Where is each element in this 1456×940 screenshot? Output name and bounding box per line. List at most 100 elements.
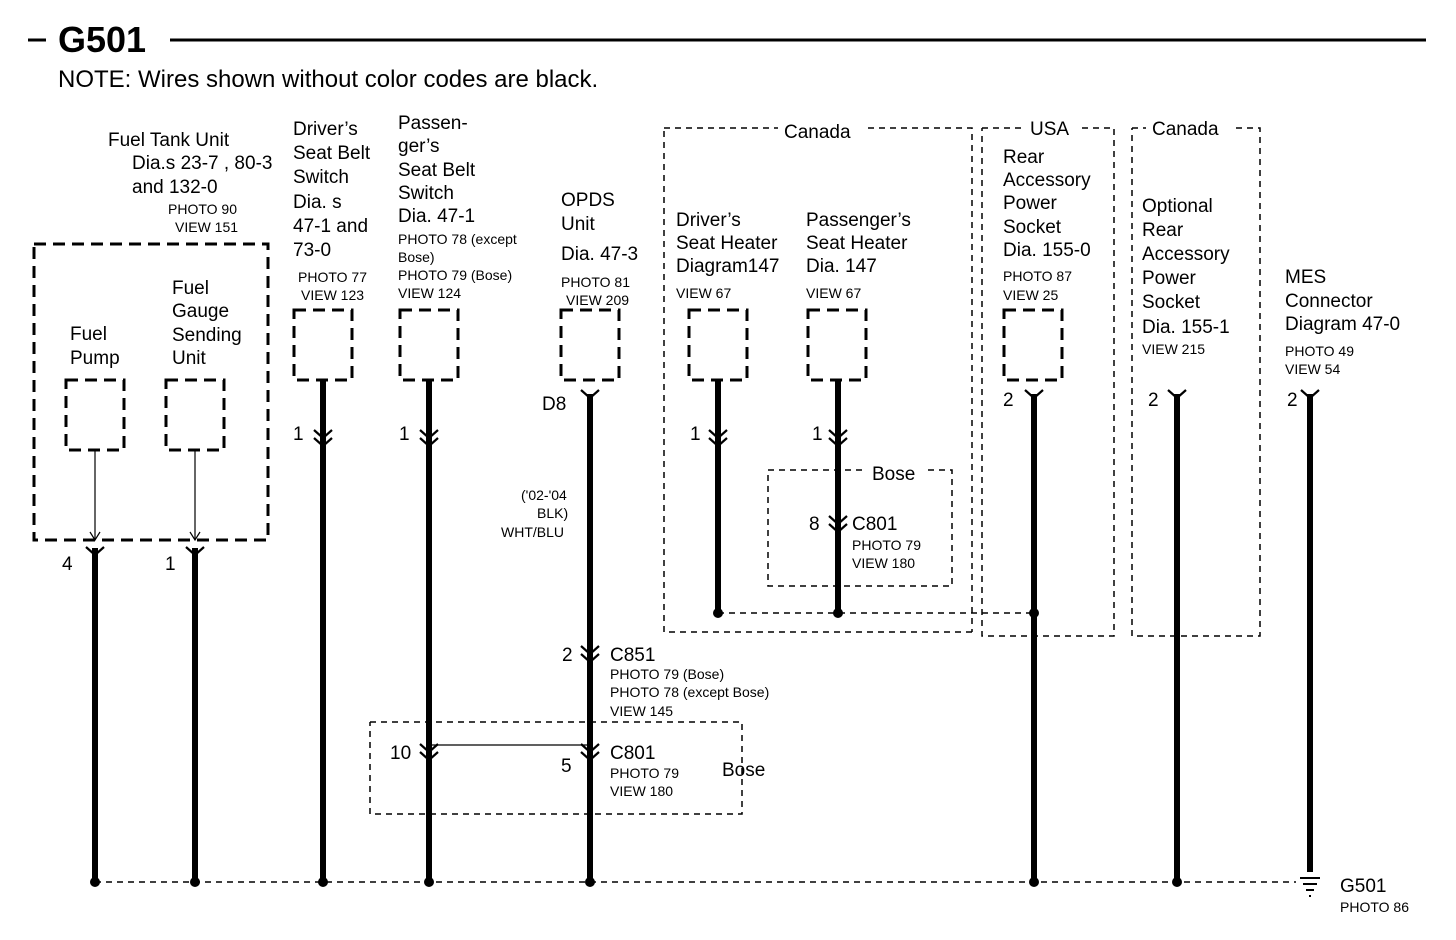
driver-seat-heater: Driver’s Seat Heater Diagram147 VIEW 67 … [676,210,780,445]
svg-text:Socket: Socket [1003,217,1062,238]
svg-text:PHOTO 77: PHOTO 77 [298,269,367,285]
svg-text:PHOTO 86: PHOTO 86 [1340,899,1409,915]
svg-text:Socket: Socket [1142,292,1201,313]
svg-text:Rear: Rear [1142,220,1184,241]
svg-text:C801: C801 [852,514,897,535]
svg-text:PHOTO 90: PHOTO 90 [168,201,237,217]
passenger-seat-heater: Passenger’s Seat Heater Dia. 147 VIEW 67… [806,210,911,445]
svg-text:Seat Belt: Seat Belt [293,143,371,164]
svg-text:PHOTO 49: PHOTO 49 [1285,343,1354,359]
svg-text:Canada: Canada [1152,119,1219,140]
svg-text:VIEW 25: VIEW 25 [1003,287,1058,303]
svg-text:10: 10 [390,743,411,764]
svg-text:Rear: Rear [1003,147,1045,168]
svg-text:Power: Power [1003,193,1058,214]
svg-text:VIEW 209: VIEW 209 [566,292,629,308]
mes-connector: MES Connector Diagram 47-0 PHOTO 49 VIEW… [1285,267,1400,411]
svg-text:PHOTO 87: PHOTO 87 [1003,268,1072,284]
fuel-gauge-box [164,378,226,452]
svg-text:Switch: Switch [398,183,454,204]
ground-g501: G501 PHOTO 86 [1300,876,1409,915]
svg-text:Dia. s: Dia. s [293,192,342,213]
svg-text:Switch: Switch [293,167,349,188]
svg-text:Power: Power [1142,268,1197,289]
svg-text:WHT/BLU: WHT/BLU [501,524,564,540]
svg-text:Dia. 155-0: Dia. 155-0 [1003,240,1091,261]
svg-text:PHOTO 78 (except: PHOTO 78 (except [398,231,517,247]
svg-text:2: 2 [1287,390,1298,411]
svg-text:Accessory: Accessory [1142,244,1230,265]
pin-fuel-pump: 4 [62,554,73,575]
svg-text:Seat Belt: Seat Belt [398,160,476,181]
svg-text:Bose): Bose) [398,249,435,265]
wire-color-opds: ('02-'04 [521,487,567,503]
note-text: NOTE: Wires shown without color codes ar… [58,66,598,93]
svg-text:VIEW 145: VIEW 145 [610,703,673,719]
svg-text:PHOTO 81: PHOTO 81 [561,274,630,290]
svg-text:ger’s: ger’s [398,136,440,157]
pin-fuel-gauge: 1 [165,554,176,575]
svg-text:Seat Heater: Seat Heater [806,233,908,254]
svg-text:1: 1 [399,424,410,445]
optional-rear-accessory-power-socket: Optional Rear Accessory Power Socket Dia… [1142,196,1230,411]
svg-text:Gauge: Gauge [172,301,229,322]
svg-text:VIEW 67: VIEW 67 [676,285,731,301]
driver-seat-belt-switch: Driver’s Seat Belt Switch Dia. s 47-1 an… [292,119,371,445]
fuel-tank-unit: Fuel Tank Unit Dia.s 23-7 , 80-3 and 132… [32,130,272,575]
svg-text:G501: G501 [1340,876,1386,897]
opds-unit: OPDS Unit Dia. 47-3 PHOTO 81 VIEW 209 D8… [501,190,638,540]
svg-text:VIEW 54: VIEW 54 [1285,361,1340,377]
region-bose-top: Bose [767,464,953,587]
svg-text:OPDS: OPDS [561,190,615,211]
svg-text:Dia. 47-3: Dia. 47-3 [561,244,638,265]
splice-points [90,608,1182,887]
svg-text:2: 2 [562,645,573,666]
svg-text:VIEW 180: VIEW 180 [610,783,673,799]
svg-text:MES: MES [1285,267,1326,288]
rear-accessory-power-socket: Rear Accessory Power Socket Dia. 155-0 P… [1002,147,1091,411]
svg-text:1: 1 [812,424,823,445]
svg-text:PHOTO 79: PHOTO 79 [610,765,679,781]
svg-text:VIEW 124: VIEW 124 [398,285,461,301]
svg-text:VIEW 215: VIEW 215 [1142,341,1205,357]
region-usa: USA [981,119,1115,637]
svg-text:Connector: Connector [1285,291,1373,312]
svg-text:47-1 and: 47-1 and [293,216,368,237]
svg-text:C851: C851 [610,645,655,666]
svg-text:73-0: 73-0 [293,240,331,261]
svg-text:PHOTO 78 (except Bose): PHOTO 78 (except Bose) [610,684,769,700]
svg-text:Bose: Bose [722,760,765,781]
svg-text:Dia.s 23-7 , 80-3: Dia.s 23-7 , 80-3 [132,153,272,174]
svg-text:Dia. 147: Dia. 147 [806,256,877,277]
connector-c801-bottom: 10 5 C801 PHOTO 79 VIEW 180 [390,743,679,799]
svg-text:Dia. 155-1: Dia. 155-1 [1142,317,1230,338]
connector-symbols [85,389,1320,762]
svg-text:BLK): BLK) [537,505,568,521]
connector-c851: 2 C851 PHOTO 79 (Bose) PHOTO 78 (except … [562,645,769,719]
ground-icon [1300,877,1320,897]
svg-text:Unit: Unit [561,214,596,235]
svg-text:Optional: Optional [1142,196,1213,217]
svg-text:Dia. 47-1: Dia. 47-1 [398,206,475,227]
region-bose-bottom: Bose [369,721,765,815]
svg-text:PHOTO 79: PHOTO 79 [852,537,921,553]
region-canada-optional: Canada [1131,119,1261,637]
svg-text:8: 8 [809,514,820,535]
svg-text:Driver’s: Driver’s [293,119,358,140]
fuel-pump-box [64,378,126,452]
svg-text:2: 2 [1003,390,1014,411]
svg-text:Seat Heater: Seat Heater [676,233,778,254]
svg-text:Pump: Pump [70,348,120,369]
svg-text:Driver’s: Driver’s [676,210,741,231]
svg-text:Passen-: Passen- [398,113,468,134]
svg-text:Fuel Tank Unit: Fuel Tank Unit [108,130,230,151]
svg-text:Passenger’s: Passenger’s [806,210,911,231]
svg-text:and 132-0: and 132-0 [132,177,218,198]
svg-text:VIEW 180: VIEW 180 [852,555,915,571]
svg-text:Diagram147: Diagram147 [676,256,780,277]
svg-text:1: 1 [690,424,701,445]
svg-text:1: 1 [293,424,304,445]
svg-text:Sending: Sending [172,325,242,346]
pin-opds-d8: D8 [542,394,566,415]
